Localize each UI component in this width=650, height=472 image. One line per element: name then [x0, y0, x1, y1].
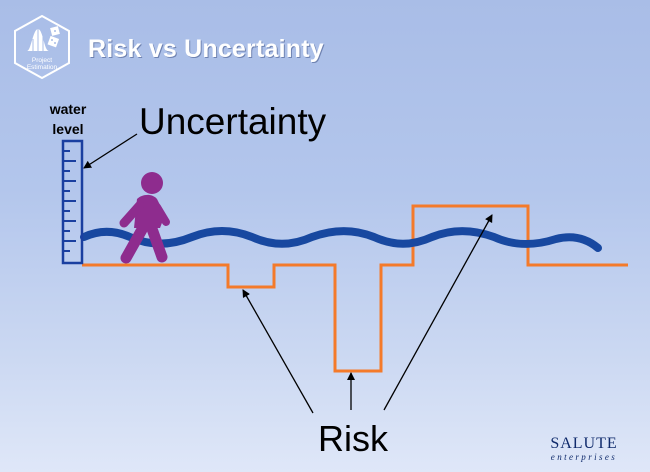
measuring-gauge-icon — [61, 139, 84, 265]
arrow-to-bump — [383, 214, 493, 411]
arrow-to-dip-1 — [242, 289, 314, 414]
logo-badge-icon — [14, 14, 70, 80]
logo-text-estimation: Estimation — [26, 64, 58, 71]
brand-tagline: enterprises — [550, 452, 618, 462]
logo-text-project: Project — [31, 57, 53, 64]
risk-bottom-line — [82, 204, 628, 373]
water-level-label: water level — [43, 99, 93, 139]
water-level-label-line2: level — [52, 121, 84, 137]
arrow-to-gauge — [83, 133, 138, 169]
project-estimation-logo: Project Estimation — [11, 14, 73, 80]
walking-person-icon — [119, 172, 170, 264]
brand-name: SALUTE — [550, 435, 618, 452]
water-level-label-line1: water — [49, 101, 87, 117]
risk-label: Risk — [318, 418, 388, 459]
salute-brand-logo: SALUTE enterprises — [548, 435, 620, 463]
uncertainty-label: Uncertainty — [139, 101, 327, 142]
page-title: Risk vs Uncertainty — [88, 35, 324, 63]
